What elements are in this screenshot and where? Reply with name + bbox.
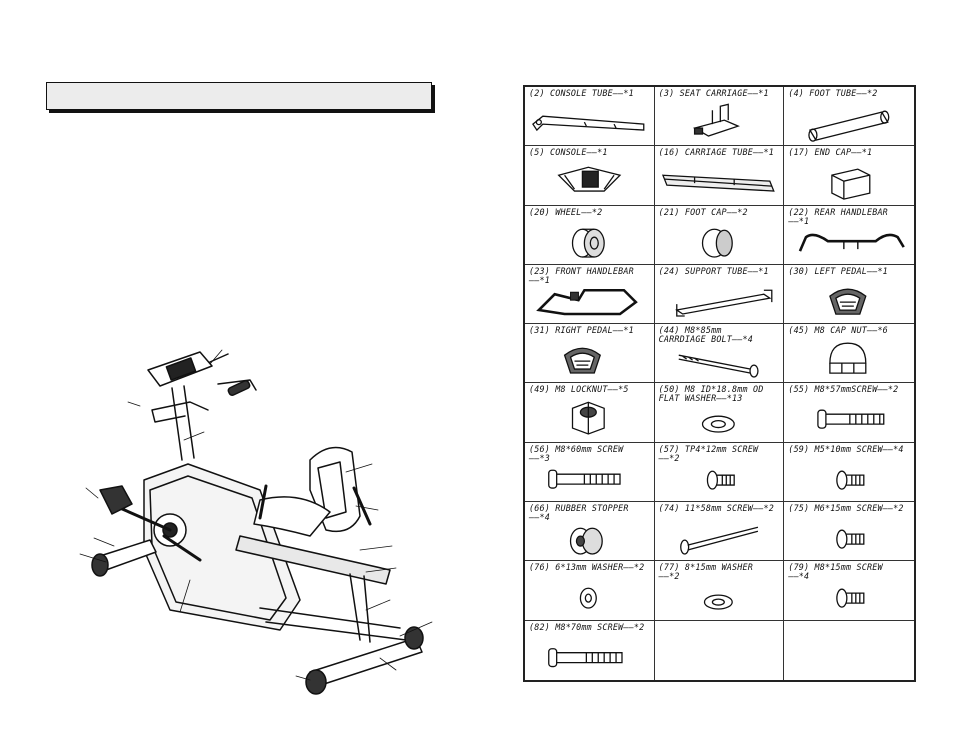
part-label: (4) FOOT TUBE——*2 (788, 88, 878, 98)
flat-washer-icon (655, 397, 784, 439)
right-pedal-icon (525, 338, 654, 380)
part-cell: (17) END CAP——*1 (784, 146, 914, 206)
part-label: (21) FOOT CAP——*2 (658, 206, 748, 217)
part-label: (82) M8*70mm SCREW——*2 (529, 621, 645, 632)
seat-carriage-icon (655, 101, 784, 143)
part-label: (59) M5*10mm SCREW——*4 (788, 443, 904, 454)
part-label: (3) SEAT CARRIAGE——*1 (658, 88, 769, 98)
part-label: (56) M8*60mm SCREW ——*3 (529, 443, 624, 463)
part-cell: (16) CARRIAGE TUBE——*1 (654, 146, 785, 206)
part-cell: (4) FOOT TUBE——*2 (784, 87, 914, 147)
screw-long-icon (525, 457, 654, 499)
part-label: (31) RIGHT PEDAL——*1 (529, 325, 634, 336)
part-cell: (2) CONSOLE TUBE——*1 (525, 87, 655, 147)
screw-long-icon (784, 397, 914, 439)
part-cell: (24) SUPPORT TUBE——*1 (654, 264, 785, 325)
screw-short-icon (784, 457, 914, 499)
part-label: (2) CONSOLE TUBE——*1 (529, 88, 634, 98)
part-cell: (66) RUBBER STOPPER ——*4 (525, 502, 655, 562)
part-cell: (45) M8 CAP NUT——*6 (784, 324, 914, 384)
part-label: (5) CONSOLE——*1 (529, 147, 608, 158)
foot-cap-icon (655, 220, 784, 262)
wheel-icon (525, 220, 654, 262)
part-cell: (22) REAR HANDLEBAR ——*1 (784, 206, 914, 265)
console-icon (525, 160, 654, 202)
part-label: (77) 8*15mm WASHER ——*2 (658, 562, 754, 582)
part-label: (75) M6*15mm SCREW——*2 (788, 503, 904, 514)
part-cell-empty (784, 621, 914, 680)
screw-long-icon (525, 635, 654, 678)
part-label: (55) M8*57mmSCREW——*2 (788, 384, 899, 395)
part-label: (24) SUPPORT TUBE——*1 (658, 265, 769, 276)
part-cell: (31) RIGHT PEDAL——*1 (525, 324, 655, 384)
screw-thin-icon (655, 516, 784, 558)
bike-console-icon (147, 351, 257, 397)
part-cell: (5) CONSOLE——*1 (525, 146, 655, 206)
part-label: (45) M8 CAP NUT——*6 (788, 325, 888, 336)
part-label: (57) TP4*12mm SCREW ——*2 (658, 443, 759, 463)
section-title-bar (46, 82, 432, 110)
part-cell: (20) WHEEL——*2 (525, 205, 655, 265)
part-label: (79) M8*15mm SCREW ——*4 (788, 562, 883, 582)
part-cell: (56) M8*60mm SCREW ——*3 (525, 442, 655, 503)
part-label: (50) M8 ID*18.8mm OD FLAT WASHER——*13 (658, 384, 764, 404)
part-cell: (23) FRONT HANDLEBAR ——*1 (525, 264, 655, 325)
front-handlebar-icon (525, 279, 654, 321)
part-label: (49) M8 LOCKNUT——*5 (529, 384, 629, 395)
rear-handlebar-icon (784, 220, 914, 262)
part-cell: (76) 6*13mm WASHER——*2 (525, 561, 655, 621)
screw-short-icon (784, 516, 914, 558)
part-cell: (30) LEFT PEDAL——*1 (784, 265, 914, 325)
end-cap-icon (784, 160, 914, 202)
small-washer-icon (525, 575, 654, 617)
locknut-icon (525, 397, 654, 439)
part-label: (74) 11*58mm SCREW——*2 (658, 503, 774, 514)
part-label: (76) 6*13mm WASHER——*2 (529, 562, 645, 573)
rubber-stopper-icon (525, 516, 654, 558)
part-cell: (44) M8*85mm CARRDIAGE BOLT——*4 (654, 324, 785, 384)
screw-short-icon (655, 457, 784, 499)
part-cell: (59) M5*10mm SCREW——*4 (784, 443, 914, 503)
part-cell-empty (655, 620, 785, 680)
part-cell: (49) M8 LOCKNUT——*5 (525, 383, 655, 443)
part-label: (23) FRONT HANDLEBAR ——*1 (529, 265, 634, 285)
part-cell: (3) SEAT CARRIAGE——*1 (654, 87, 785, 147)
bike-illustration (60, 340, 450, 720)
screw-short-icon (784, 575, 914, 617)
support-tube-icon (655, 279, 784, 321)
part-cell: (74) 11*58mm SCREW——*2 (654, 502, 785, 562)
carriage-bolt-icon (655, 338, 784, 380)
part-label: (16) CARRIAGE TUBE——*1 (658, 147, 774, 158)
part-cell: (50) M8 ID*18.8mm OD FLAT WASHER——*13 (654, 383, 785, 443)
part-label: (30) LEFT PEDAL——*1 (788, 265, 888, 276)
flat-washer-icon (655, 575, 784, 617)
part-label: (44) M8*85mm CARRDIAGE BOLT——*4 (658, 325, 754, 345)
left-pedal-icon (784, 279, 914, 321)
part-cell: (79) M8*15mm SCREW ——*4 (784, 561, 914, 621)
part-cell: (75) M6*15mm SCREW——*2 (784, 502, 914, 562)
console-tube-icon (525, 101, 654, 143)
part-cell: (57) TP4*12mm SCREW ——*2 (654, 442, 785, 503)
part-label: (66) RUBBER STOPPER ——*4 (529, 503, 629, 523)
foot-tube-icon (784, 101, 914, 143)
part-label: (20) WHEEL——*2 (529, 206, 603, 217)
part-cell: (77) 8*15mm WASHER ——*2 (654, 561, 785, 621)
part-cell: (82) M8*70mm SCREW——*2 (525, 620, 655, 680)
part-label: (22) REAR HANDLEBAR ——*1 (788, 206, 888, 226)
carriage-tube-icon (655, 160, 784, 202)
cap-nut-icon (784, 338, 914, 380)
part-cell: (55) M8*57mmSCREW——*2 (784, 383, 914, 443)
parts-list-grid: (2) CONSOLE TUBE——*1 (3) SEAT CARRIAGE——… (523, 85, 916, 682)
part-label: (17) END CAP——*1 (788, 147, 873, 158)
part-cell: (21) FOOT CAP——*2 (654, 205, 785, 265)
